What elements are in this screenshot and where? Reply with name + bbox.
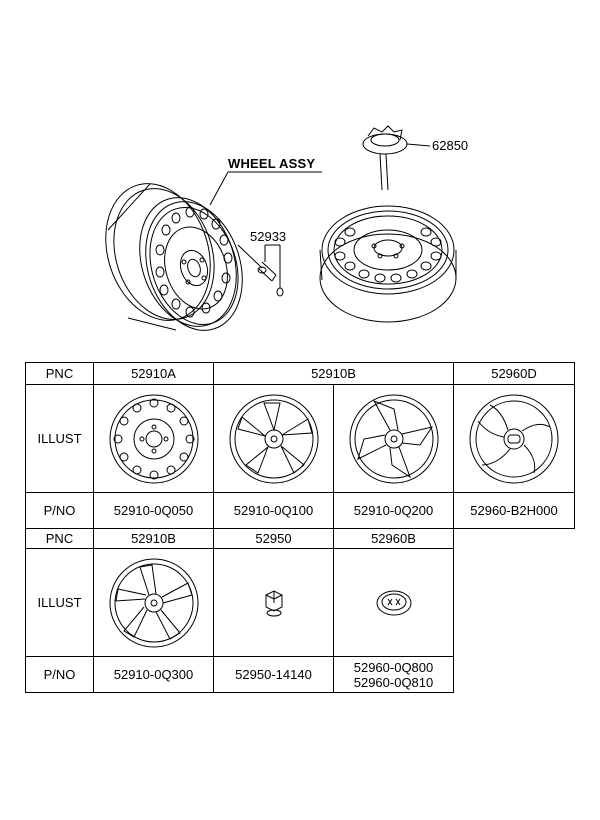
illust-cell bbox=[213, 548, 334, 657]
alloy-wheel-icon bbox=[229, 394, 318, 483]
alloy-wheel-icon bbox=[349, 394, 438, 483]
left-steel-wheel bbox=[105, 183, 243, 331]
steel-wheel-icon bbox=[109, 394, 198, 483]
pno-cell: 52910-0Q200 bbox=[333, 492, 454, 529]
empty-cell bbox=[454, 529, 575, 549]
pno-cell: 52910-0Q050 bbox=[93, 492, 214, 529]
row-label-pnc: PNC bbox=[25, 362, 94, 385]
alloy-wheel-icon bbox=[469, 394, 559, 483]
parts-table: PNC 52910A 52910B 52960D ILLUST bbox=[25, 362, 575, 693]
exploded-wheel-diagram: WHEEL ASSY 62850 52933 bbox=[0, 0, 600, 360]
table-row: PNC 52910A 52910B 52960D bbox=[25, 362, 575, 385]
table-row: ILLUST bbox=[25, 384, 575, 493]
row-label-pnc: PNC bbox=[25, 528, 94, 549]
illust-cell bbox=[333, 384, 454, 493]
row-label-illust: ILLUST bbox=[25, 384, 94, 493]
pnc-cell: 52910B bbox=[213, 362, 454, 385]
diagram-drawing bbox=[105, 125, 457, 331]
valve-part-number: 52933 bbox=[250, 229, 287, 244]
pno-cell-multi: 52960-0Q800 52960-0Q810 bbox=[333, 656, 454, 693]
center-cap-icon bbox=[376, 590, 411, 615]
empty-cell bbox=[454, 657, 575, 693]
hub-cap-part-number: 62850 bbox=[432, 138, 469, 153]
pnc-cell: 52910B bbox=[93, 528, 214, 549]
pnc-cell: 52950 bbox=[213, 528, 334, 549]
pnc-cell: 52960D bbox=[453, 362, 575, 385]
pno-cell: 52960-B2H000 bbox=[453, 492, 575, 529]
row-label-pno: P/NO bbox=[25, 492, 94, 529]
illust-cell bbox=[453, 384, 575, 493]
lug-nut-icon bbox=[265, 589, 282, 616]
valve-stem bbox=[237, 244, 284, 297]
illust-cell bbox=[93, 548, 214, 657]
pnc-cell: 52960B bbox=[333, 528, 454, 549]
right-steel-wheel bbox=[319, 205, 457, 323]
illust-cell bbox=[333, 548, 454, 657]
pno-cell: 52910-0Q100 bbox=[213, 492, 334, 529]
table-row: ILLUST bbox=[25, 548, 575, 657]
row-label-pno: P/NO bbox=[25, 656, 94, 693]
pno-line: 52960-0Q810 bbox=[353, 674, 434, 690]
table-row: P/NO 52910-0Q300 52950-14140 52960-0Q800… bbox=[25, 656, 575, 693]
wheel-assy-label: WHEEL ASSY bbox=[228, 156, 316, 171]
table-row: P/NO 52910-0Q050 52910-0Q100 52910-0Q200… bbox=[25, 492, 575, 529]
pno-cell: 52910-0Q300 bbox=[93, 656, 214, 693]
pno-cell: 52950-14140 bbox=[213, 656, 334, 693]
pnc-cell: 52910A bbox=[93, 362, 214, 385]
alloy-wheel-icon bbox=[109, 558, 198, 647]
hub-cap bbox=[362, 125, 431, 191]
empty-cell bbox=[454, 549, 575, 657]
table-row: PNC 52910B 52950 52960B bbox=[25, 528, 575, 549]
illust-cell bbox=[213, 384, 334, 493]
row-label-illust: ILLUST bbox=[25, 548, 94, 657]
illust-cell bbox=[93, 384, 214, 493]
pno-line: 52960-0Q800 bbox=[353, 659, 434, 675]
